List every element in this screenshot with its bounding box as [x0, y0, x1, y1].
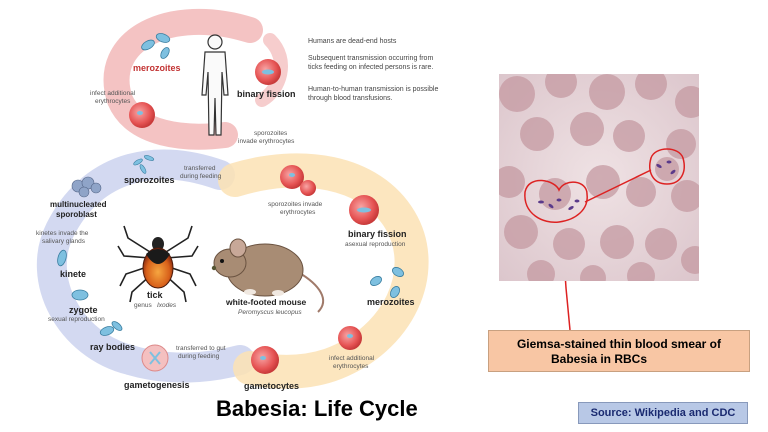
- mouse-cycle-arrow: [218, 153, 429, 389]
- annotation-connector: [584, 169, 652, 203]
- label-sporozoites-invade-mouse-line2: erythrocytes: [280, 209, 316, 216]
- caption-line1: Giemsa-stained thin blood smear of: [516, 337, 722, 351]
- human-icon: [201, 34, 229, 136]
- label-merozoites-human: merozoites: [133, 63, 181, 73]
- blood-smear-image: [499, 74, 699, 281]
- label-sporozoites-invade-mouse-line1: sporozoites invade: [268, 201, 323, 208]
- label-sporozoites-tick: sporozoites: [124, 175, 175, 185]
- label-transferred-gut-line1: transferred to gut: [176, 345, 226, 352]
- red-blood-cells: [499, 74, 699, 281]
- label-zygote: zygote: [69, 305, 98, 315]
- label-binary-fission-human: binary fission: [237, 89, 296, 99]
- label-binary-fission-mouse: binary fission: [348, 229, 407, 239]
- label-mouse-species: Peromyscus leucopus: [238, 309, 302, 316]
- label-sporozoites-invade-human-line1: sporozoites: [254, 130, 288, 137]
- tick-cycle-arrow: [36, 149, 255, 383]
- label-infect-human-line1: infect additional: [90, 90, 136, 97]
- label-mouse: white-footed mouse: [225, 297, 307, 307]
- label-sporozoites-invade-human-line2: invade erythrocytes: [238, 138, 295, 145]
- rbc-infect-mouse: [338, 326, 362, 350]
- label-transferred-feeding-line2: during feeding: [180, 173, 222, 180]
- zygote-icon: [71, 289, 89, 301]
- smear-caption: Giemsa-stained thin blood smear of Babes…: [488, 330, 750, 372]
- rbc-gametocytes: [251, 346, 279, 374]
- ray-bodies-icon: [99, 321, 123, 336]
- label-gametogenesis: gametogenesis: [124, 380, 190, 390]
- label-sporoblast: sporoblast: [56, 210, 97, 219]
- rbc-binary-fission-human: [255, 59, 281, 85]
- gametogenesis-cell: [141, 344, 169, 372]
- rbc-binary-fission-mouse: [349, 195, 379, 225]
- label-transferred-feeding-line1: transferred: [184, 165, 216, 172]
- page-title: Babesia: Life Cycle: [216, 396, 418, 421]
- label-kinetes-invade-line2: salivary glands: [42, 238, 86, 245]
- merozoites-human-icon: [141, 33, 171, 59]
- label-tick-genus: genus: [134, 302, 152, 309]
- human-cycle-arrow: [103, 8, 263, 150]
- label-merozoites-mouse: merozoites: [367, 297, 415, 307]
- label-asexual-reproduction: asexual reproduction: [345, 241, 406, 248]
- merozoites-mouse-icon: [370, 267, 404, 298]
- sporoblast-icon: [71, 176, 102, 198]
- sporozoites-tick-icon: [133, 155, 155, 174]
- note-subsequent-transmission: Subsequent transmission occurring from t…: [308, 55, 434, 71]
- label-infect-mouse-line1: infect additional: [329, 355, 375, 362]
- mouse-icon: [211, 238, 325, 313]
- note-dead-end-hosts: Humans are dead-end hosts: [308, 38, 397, 45]
- source-badge: Source: Wikipedia and CDC: [578, 402, 748, 424]
- label-tick: tick: [147, 290, 164, 300]
- tick-icon: [117, 225, 199, 303]
- label-kinetes-invade-line1: kinetes invade the: [36, 230, 89, 237]
- annotation-circle-right: [649, 148, 685, 185]
- annotation-circle-left: [524, 179, 588, 223]
- label-gametocytes: gametocytes: [244, 381, 299, 391]
- label-multinucleated: multinucleated: [50, 200, 107, 209]
- label-sexual-reproduction: sexual reproduction: [48, 316, 105, 323]
- label-kinete: kinete: [60, 269, 86, 279]
- rbc-infect-human: [129, 102, 155, 128]
- babesia-parasites: [538, 160, 676, 210]
- caption-line2: Babesia in RBCs: [550, 352, 648, 366]
- label-ray-bodies: ray bodies: [90, 342, 135, 352]
- note-human-transmission: Human-to-human transmission is possible …: [308, 86, 439, 102]
- label-infect-human-line2: erythrocytes: [95, 98, 131, 105]
- label-infect-mouse-line2: erythrocytes: [333, 363, 369, 370]
- kinete-icon: [57, 249, 67, 267]
- rbc-sporozoites-mouse: [280, 165, 316, 196]
- label-tick-genus-name: Ixodes: [157, 302, 177, 309]
- label-transferred-gut-line2: during feeding: [178, 353, 220, 360]
